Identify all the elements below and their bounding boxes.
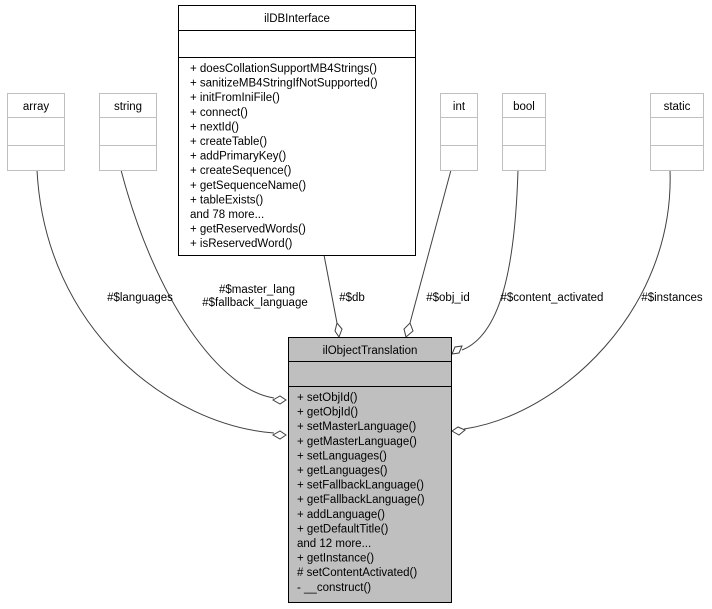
- method-entry: + getObjId(): [297, 407, 358, 419]
- method-entry: and 12 more...: [297, 538, 371, 550]
- class-name: int: [453, 101, 466, 113]
- aggregation-diamond: [271, 395, 287, 405]
- method-entry: + getDefaultTitle(): [297, 523, 388, 535]
- edge-db: [323, 254, 343, 339]
- class-box-static: static: [650, 93, 704, 171]
- method-entry: + doesCollationSupportMB4Strings(): [190, 63, 377, 75]
- method-entry: + sanitizeMB4StringIfNotSupported(): [190, 78, 378, 90]
- method-entry: + nextId(): [190, 121, 239, 133]
- method-entry: + connect(): [190, 107, 248, 119]
- method-entry: + getInstance(): [297, 553, 374, 565]
- aggregation-diamond: [334, 321, 343, 339]
- class-box-string: string: [99, 93, 157, 171]
- class-name: ilDBInterface: [264, 13, 330, 25]
- method-entry: # setContentActivated(): [297, 567, 417, 579]
- class-box-ildbinterface: ilDBInterface + doesCollationSupportMB4S…: [178, 5, 416, 256]
- edge-label-content-activated: #$content_activated: [501, 292, 604, 304]
- method-list: + setObjId() + getObjId() + setMasterLangu…: [297, 392, 425, 594]
- edge-obj-id: [403, 169, 452, 338]
- method-entry: + isReservedWord(): [190, 238, 293, 250]
- method-entry: + getFallbackLanguage(): [297, 494, 425, 506]
- edge-master-fallback: [120, 169, 287, 405]
- aggregation-diamond: [451, 345, 463, 355]
- edge-label-fallback-language: #$fallback_language: [202, 297, 308, 309]
- class-name: static: [664, 101, 691, 113]
- edge-languages: [36, 169, 287, 440]
- method-entry: + addPrimaryKey(): [190, 151, 286, 163]
- edge-content-activated: [451, 169, 519, 355]
- edge-label-master-lang: #$master_lang: [219, 284, 295, 296]
- aggregation-diamond: [451, 426, 466, 436]
- class-box-array: array: [7, 93, 65, 171]
- method-entry: + createTable(): [190, 136, 267, 148]
- edge-label-db: #$db: [339, 292, 365, 304]
- method-entry: + getLanguages(): [297, 465, 388, 477]
- edge-label-languages: #$languages: [107, 292, 173, 304]
- method-entry: + getReservedWords(): [190, 224, 306, 236]
- edge-label-instances: #$instances: [641, 292, 703, 304]
- aggregation-diamond: [403, 322, 414, 338]
- aggregation-diamond: [271, 430, 287, 440]
- method-entry: + initFromIniFile(): [190, 92, 280, 104]
- class-name: bool: [513, 101, 535, 113]
- method-entry: + setLanguages(): [297, 450, 387, 462]
- method-entry: + addLanguage(): [297, 509, 385, 521]
- class-name: array: [23, 101, 49, 113]
- method-entry: + setObjId(): [297, 392, 358, 404]
- method-entry: + createSequence(): [190, 165, 291, 177]
- class-box-int: int: [440, 93, 478, 171]
- class-box-ilobjecttranslation: ilObjectTranslation + setObjId() + getObj…: [288, 337, 452, 603]
- class-name: ilObjectTranslation: [323, 345, 418, 357]
- method-list: + doesCollationSupportMB4Strings() + sani…: [190, 63, 378, 250]
- method-entry: + getSequenceName(): [190, 180, 306, 192]
- method-entry: + setFallbackLanguage(): [297, 480, 424, 492]
- method-entry: and 78 more...: [190, 209, 264, 221]
- edge-label-obj-id: #$obj_id: [426, 292, 469, 304]
- edge-instances: [451, 169, 671, 436]
- method-entry: + setMasterLanguage(): [297, 421, 416, 433]
- method-entry: + getMasterLanguage(): [297, 436, 417, 448]
- class-name: string: [114, 101, 142, 113]
- method-entry: - __construct(): [297, 582, 371, 594]
- method-entry: + tableExists(): [190, 194, 263, 206]
- class-box-bool: bool: [502, 93, 546, 171]
